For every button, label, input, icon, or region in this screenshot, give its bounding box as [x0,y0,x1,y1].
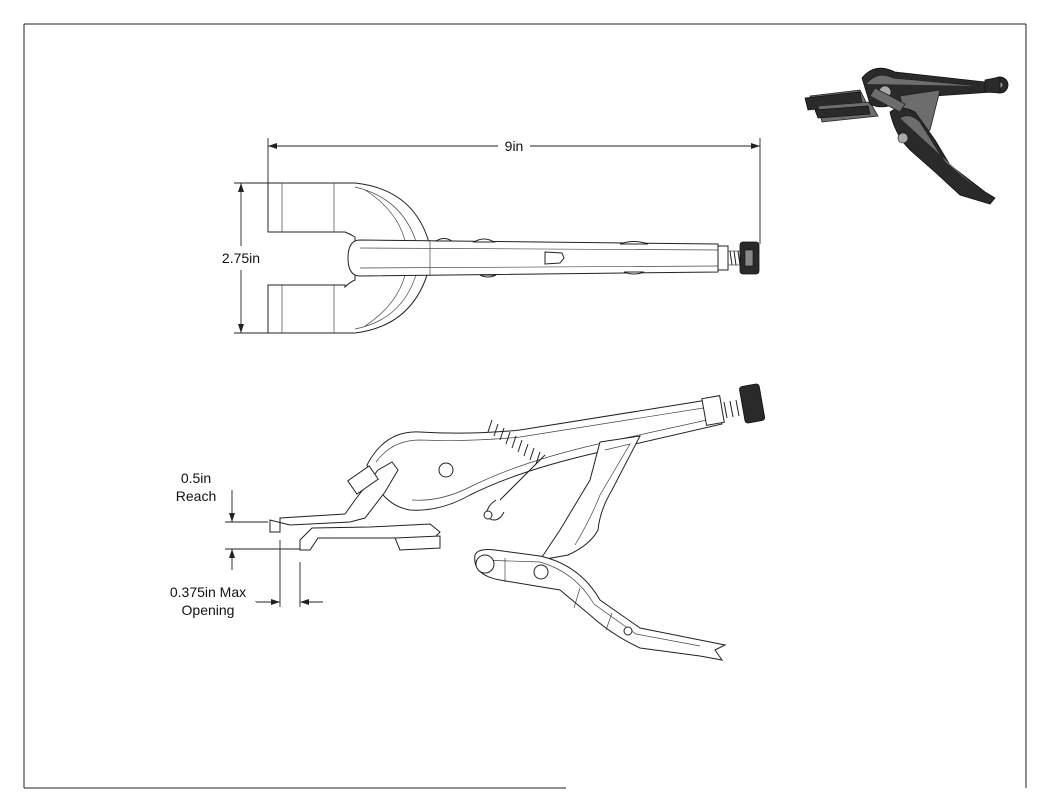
adjust-knob-side [739,383,766,424]
spring [483,419,546,521]
sheet-border [23,23,1027,789]
isometric-view [804,67,1009,205]
reach-value-label: 0.5in [168,470,224,487]
upper-handle [366,397,723,511]
opening-word-label: Opening [160,602,256,619]
pivot-rivet-lower [475,554,495,574]
width-dimension [234,182,268,334]
opening-dimension [255,540,323,607]
pivot-rivet-upper [438,462,454,478]
reach-dimension [225,490,300,570]
reach-word-label: Reach [168,488,224,505]
top-view-drawing [234,138,761,334]
upper-jaw [269,461,399,533]
length-dimension [267,138,761,244]
side-view-drawing [225,383,766,661]
opening-value-label: 0.375in Max [160,584,256,601]
top-handle [347,238,760,278]
length-label: 9in [499,138,529,155]
lower-jaw [299,523,441,551]
release-lever [538,435,641,561]
width-label: 2.75in [216,250,266,267]
